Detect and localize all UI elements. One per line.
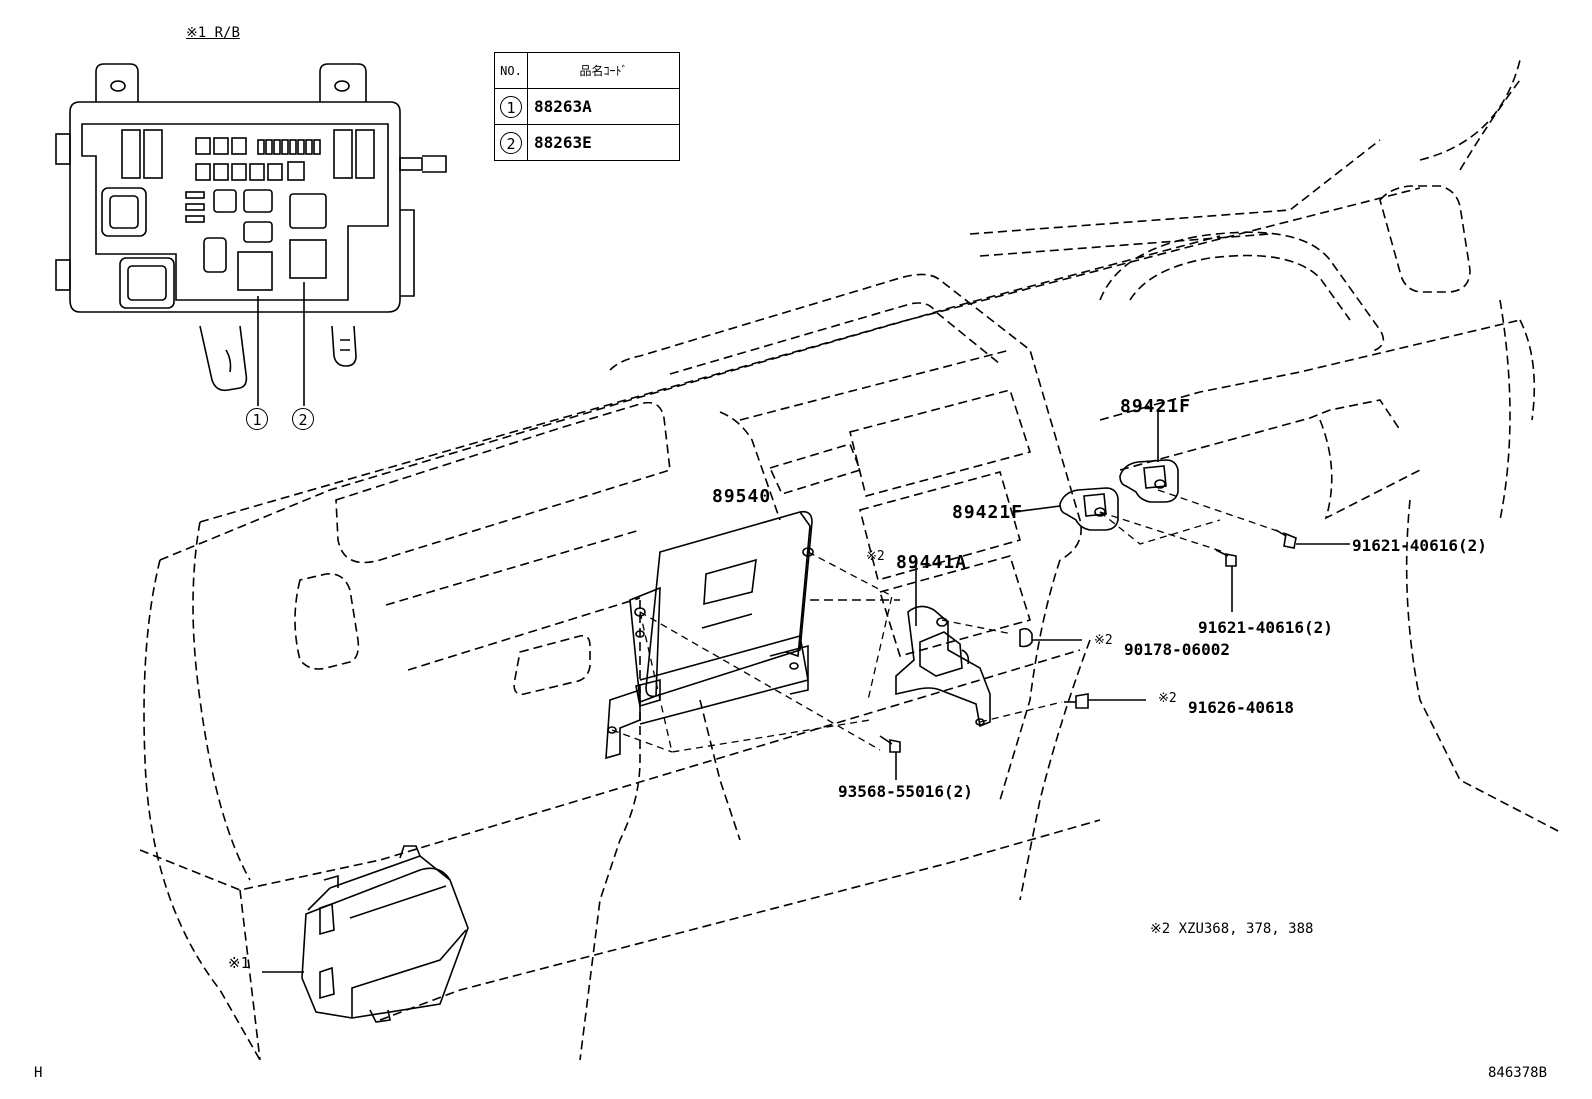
rb-note-label: ※1 R/B: [186, 25, 240, 41]
table-header-code: 品名ｺｰﾄﾞ: [527, 52, 680, 89]
part-label-89441a: 89441A: [896, 552, 968, 573]
table-header-row: NO. 品名ｺｰﾄﾞ: [494, 52, 680, 89]
table-row-number: 1: [500, 95, 522, 118]
relay-box-bottom: [262, 845, 469, 1023]
sensor-89421f-lower: [1013, 487, 1119, 531]
corner-mark-h: H: [34, 1065, 43, 1081]
callout-1: 1: [246, 408, 268, 430]
computer-unit-89540: [605, 510, 814, 760]
table-row-number: 2: [500, 131, 522, 154]
instrument-panel: [139, 59, 1561, 1061]
callout-1-number: 1: [246, 408, 268, 430]
mark-90178: ※2: [1094, 633, 1113, 648]
fasteners: [879, 529, 1350, 780]
table-row-code: 88263E: [527, 124, 680, 161]
table-row: 2 88263E: [494, 124, 680, 161]
table-row: 1 88263A: [494, 88, 680, 125]
callout-2-number: 2: [292, 408, 314, 430]
part-label-93568: 93568-55016(2): [838, 782, 973, 801]
applicability-note: ※2 XZU368, 378, 388: [1150, 921, 1314, 937]
part-label-91621-lower: 91621-40616(2): [1198, 618, 1333, 637]
part-label-89540: 89540: [712, 486, 772, 507]
part-label-91626: 91626-40618: [1188, 698, 1294, 717]
relay-block-rb: [55, 63, 447, 406]
table-header-no: NO.: [494, 52, 528, 89]
part-label-89421f-lower: 89421F: [952, 502, 1024, 523]
mark-89441a: ※2: [866, 549, 885, 564]
callout-2: 2: [292, 408, 314, 430]
assembly-guide-lines: [611, 489, 1293, 753]
part-label-90178: 90178-06002: [1124, 640, 1230, 659]
figure-id: 846378B: [1488, 1065, 1548, 1081]
table-row-code: 88263A: [527, 88, 680, 125]
part-label-91621-right: 91621-40616(2): [1352, 536, 1487, 555]
part-label-89421f-upper: 89421F: [1120, 396, 1192, 417]
mark-91626: ※2: [1158, 691, 1177, 706]
mark-relay-box: ※1: [228, 954, 250, 972]
sensor-89421f-upper: [1119, 412, 1179, 503]
sensor-89441a: [895, 564, 991, 728]
part-code-table: NO. 品名ｺｰﾄﾞ 1 88263A 2 88263E: [494, 52, 680, 161]
